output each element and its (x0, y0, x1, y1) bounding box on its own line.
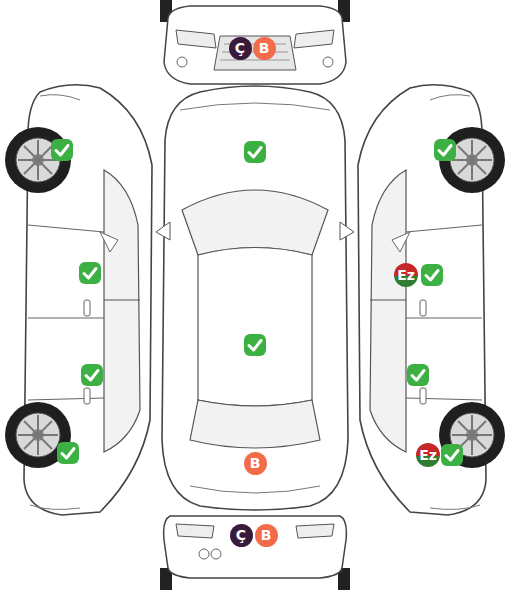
badge-letter: B (259, 41, 270, 55)
badge-letter: Ç (235, 41, 245, 55)
painted-badge: B (255, 524, 278, 547)
scratch-badge: Ç (229, 37, 252, 60)
badge-letter: Ç (236, 528, 246, 542)
badge-letter: B (250, 456, 261, 470)
badge-letter: Ez (397, 268, 415, 282)
painted-badge: B (253, 37, 276, 60)
dent-badge: Ez (394, 263, 418, 287)
dent-badge: Ez (416, 443, 440, 467)
badge-letter: B (261, 528, 272, 542)
scratch-badge: Ç (230, 524, 253, 547)
painted-badge: B (244, 452, 267, 475)
badge-letter: Ez (419, 448, 437, 462)
